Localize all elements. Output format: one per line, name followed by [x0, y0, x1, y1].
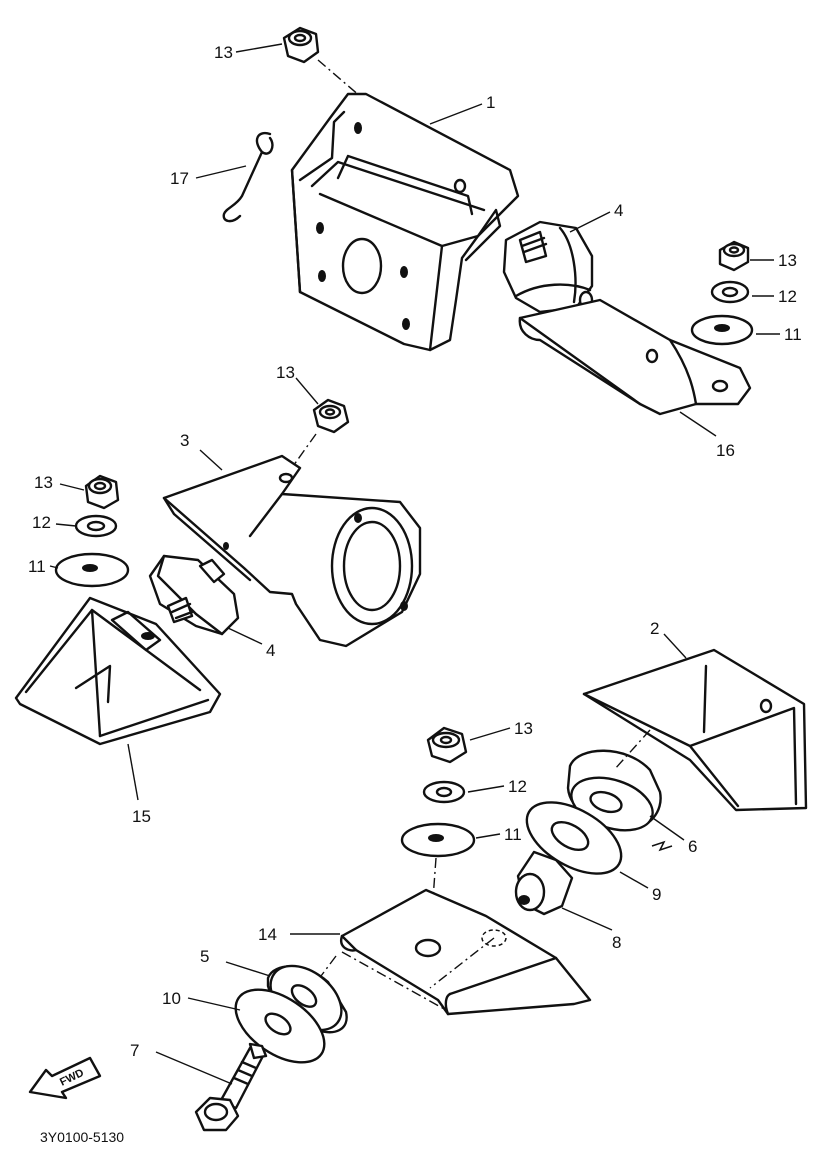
part-12-lock-washer-right: [710, 280, 750, 304]
part-1-bracket: [290, 92, 520, 352]
part-14-stay: [340, 888, 592, 1016]
part-4-mount-upper: [502, 220, 594, 314]
callout-4-upper: 4: [614, 201, 623, 220]
part-7-bolt: [194, 1042, 268, 1132]
callout-11-lower: 11: [504, 825, 522, 844]
part-12-lock-washer-left: [74, 514, 118, 538]
callout-14: 14: [258, 925, 277, 944]
part-13-nut-top: [282, 26, 320, 64]
part-13-nut-middle: [312, 398, 350, 434]
part-8-collar: [514, 850, 574, 916]
callout-12-left: 12: [32, 513, 51, 532]
callout-13-top: 13: [214, 43, 233, 62]
part-13-nut-right: [718, 240, 750, 272]
callout-9: 9: [652, 885, 661, 904]
figure-code: 3Y0100-5130: [40, 1129, 124, 1145]
part-3-engine-stay: [162, 454, 422, 648]
callout-7: 7: [130, 1041, 139, 1060]
callout-11-right: 11: [784, 325, 802, 344]
part-12-lock-washer-lower: [422, 780, 466, 804]
callout-15: 15: [132, 807, 151, 826]
part-16-stay: [518, 298, 752, 416]
part-9-washer: [525, 801, 623, 875]
callout-17: 17: [170, 169, 189, 188]
part-11-washer-lower: [400, 822, 476, 858]
part-11-washer-left: [54, 552, 130, 588]
part-15-bracket: [14, 596, 222, 746]
callout-13-right: 13: [778, 251, 797, 270]
callout-13-middle: 13: [276, 363, 295, 382]
callout-1: 1: [486, 93, 495, 112]
callout-5: 5: [200, 947, 209, 966]
callout-13-lower: 13: [514, 719, 533, 738]
callout-16: 16: [716, 441, 735, 460]
callout-10: 10: [162, 989, 181, 1008]
callout-12-lower: 12: [508, 777, 527, 796]
part-17-clip: [222, 131, 274, 223]
callout-11-left: 11: [28, 557, 46, 576]
callout-13-left: 13: [34, 473, 53, 492]
part-4-mount-middle: [148, 554, 240, 636]
callout-3: 3: [180, 431, 189, 450]
part-13-nut-left: [84, 474, 120, 510]
fwd-arrow-icon: FWD: [28, 1056, 102, 1100]
part-13-nut-lower: [426, 726, 468, 764]
part-11-washer-right: [690, 314, 754, 346]
callout-2: 2: [650, 619, 659, 638]
callout-4-middle: 4: [266, 641, 275, 660]
callout-12-right: 12: [778, 287, 797, 306]
callout-6: 6: [688, 837, 697, 856]
part-2-bracket: [582, 648, 808, 812]
callout-8: 8: [612, 933, 621, 952]
